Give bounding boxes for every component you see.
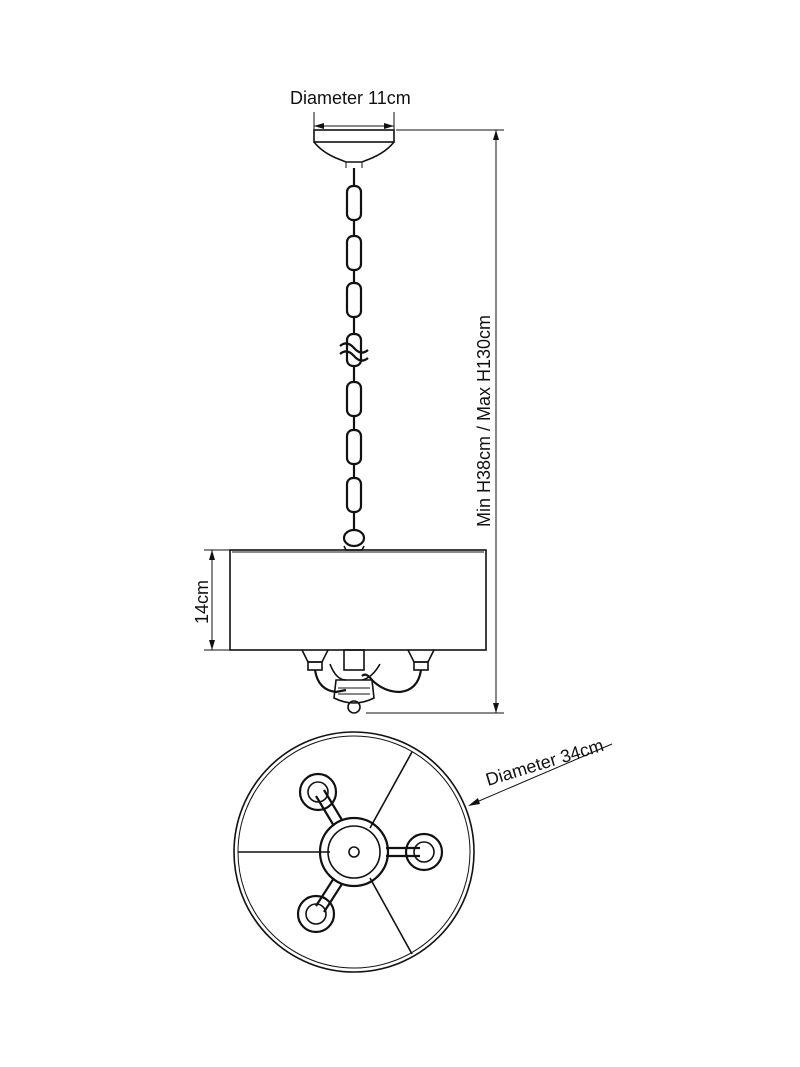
height-range-dimension: Min H38cm / Max H130cm xyxy=(366,129,504,714)
canopy-diameter-dimension: Diameter 11cm xyxy=(290,88,411,132)
shade-diameter-dimension: Diameter 34cm xyxy=(468,735,613,806)
height-range-label: Min H38cm / Max H130cm xyxy=(474,315,494,527)
canopy-diameter-label: Diameter 11cm xyxy=(290,88,411,108)
shade-height-label: 14cm xyxy=(192,580,212,624)
suspension-chain xyxy=(339,168,369,551)
light-arms-side-view xyxy=(301,649,435,714)
ceiling-canopy xyxy=(313,129,395,168)
drum-shade-bottom-view xyxy=(233,731,475,973)
shade-height-dimension: 14cm xyxy=(192,549,230,651)
shade-diameter-label: Diameter 34cm xyxy=(483,735,606,790)
drum-shade-side-view xyxy=(229,549,487,651)
